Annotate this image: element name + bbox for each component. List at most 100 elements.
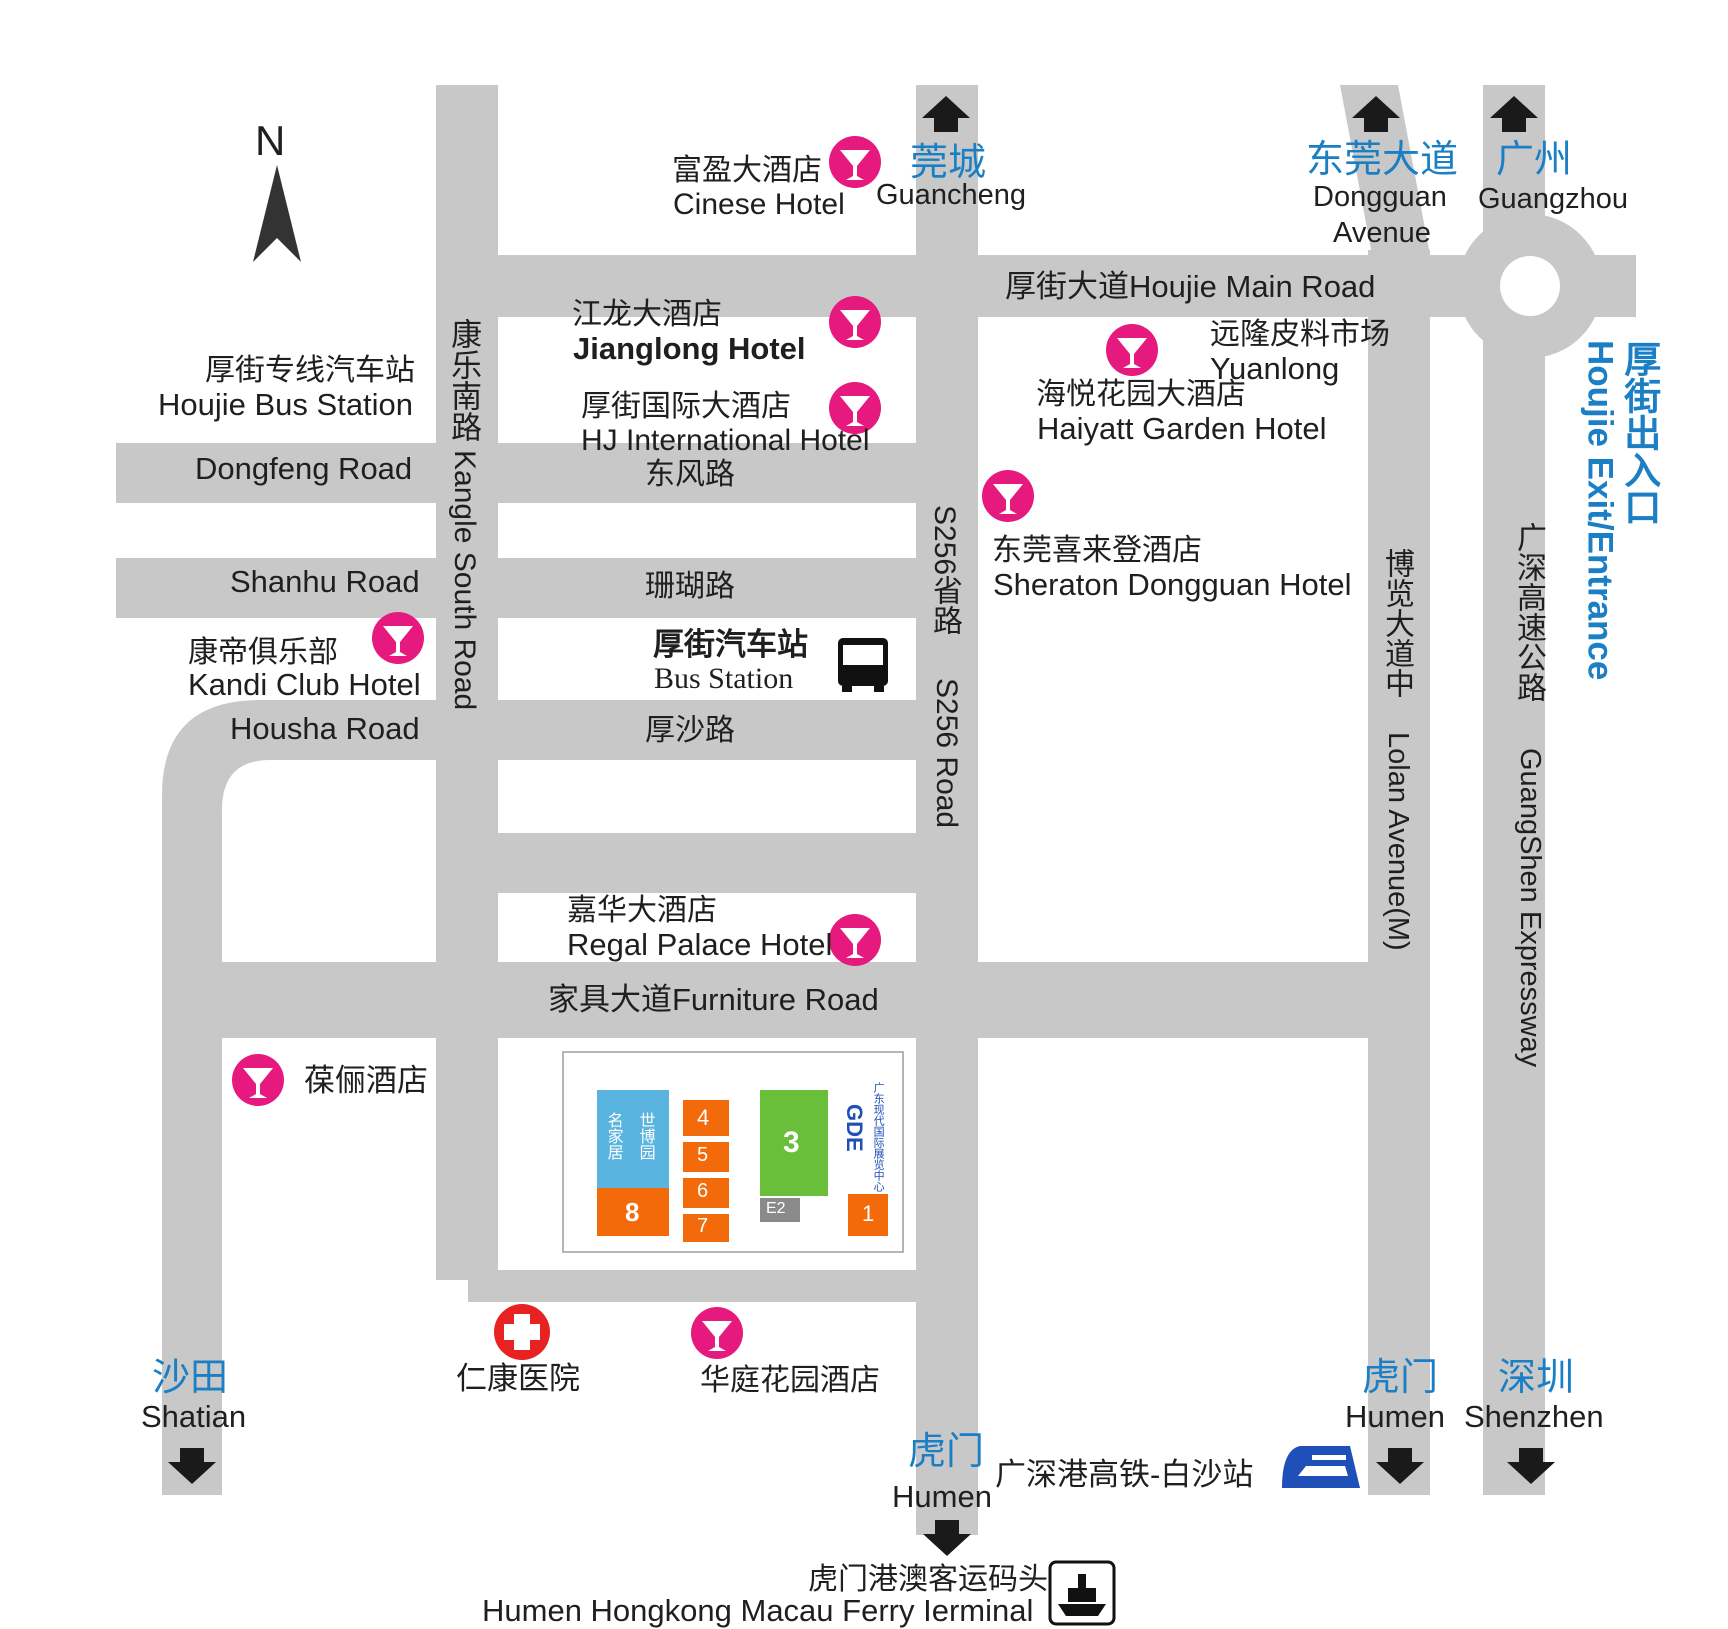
dongguan-avenue-label-1: Dongguan [1313, 181, 1447, 213]
exhibition-venue [553, 1040, 916, 1270]
humen-road-label: Humen [1345, 1399, 1445, 1434]
hotel-marker-icon [829, 914, 881, 966]
hotel-marker-icon [829, 136, 881, 188]
hotel-marker-icon [829, 382, 881, 434]
hall-7-label: 7 [697, 1215, 709, 1237]
kandi-club-hotel-cn-label: 康帝俱乐部 [188, 636, 338, 669]
regal-palace-hotel-label: Regal Palace Hotel [567, 927, 833, 962]
road-furniture [222, 962, 1430, 1038]
kandi-club-hotel-label: Kandi Club Hotel [188, 667, 421, 702]
arrow-down-humen-road-icon [1376, 1448, 1424, 1484]
houjie-bus-terminal-cn-label: 厚街汽车站 [653, 627, 808, 662]
regal-palace-hotel-cn-label: 嘉华大酒店 [567, 894, 717, 927]
kangle-road-label: Kangle South Road [448, 450, 481, 711]
road-south-connector [468, 1270, 916, 1302]
shanhu-road-label: Shanhu Road [230, 564, 420, 599]
ferry-terminal-label: Humen Hongkong Macau Ferry Ierminal [482, 1593, 1034, 1628]
shenzhen-label: Shenzhen [1464, 1399, 1604, 1434]
ferry-terminal-cn-label: 虎门港澳客运码头 [808, 1563, 1048, 1596]
road-houjie-main [498, 255, 1636, 317]
cinese-hotel-cn-label: 富盈大酒店 [672, 154, 822, 187]
hall-4-label: 4 [697, 1105, 710, 1130]
haiyatt-hotel-cn-label: 海悦花园大酒店 [1036, 378, 1246, 411]
hotel-marker-icon [232, 1054, 284, 1106]
road-s256 [916, 85, 978, 1535]
guangzhou-cn-label: 广州 [1496, 139, 1573, 181]
hall-6 [683, 1178, 729, 1208]
road-housha [436, 700, 916, 760]
kangle-road-cn-label: 康乐南路 [446, 318, 482, 442]
humen-label: Humen [892, 1479, 992, 1514]
dongguan-avenue-label-2: Avenue [1333, 217, 1431, 249]
cinese-hotel-label: Cinese Hotel [673, 188, 845, 221]
hotel-marker-icon [691, 1307, 743, 1359]
hall-1-label: 1 [862, 1201, 875, 1226]
compass-north-label: N [255, 117, 286, 164]
venue-logo: GDE [842, 1104, 868, 1152]
guangzhou-label: Guangzhou [1478, 183, 1628, 215]
hotel-marker-icon [829, 296, 881, 348]
dongfeng-road-label: Dongfeng Road [195, 451, 413, 486]
road-dongguan-avenue [1340, 85, 1430, 255]
hall-8 [597, 1188, 669, 1236]
renkang-hospital-label: 仁康医院 [456, 1361, 580, 1396]
road-lolan-avenue [1368, 250, 1430, 1495]
arrow-up-dongguan-icon [1352, 96, 1400, 132]
hall-3-label: 3 [783, 1126, 800, 1159]
road-unnamed-middle [498, 833, 916, 893]
furniture-road-label: 家具大道Furniture Road [548, 982, 879, 1017]
hall-5-label: 5 [697, 1144, 709, 1166]
hj-international-hotel-cn-label: 厚街国际大酒店 [581, 390, 791, 423]
arrow-up-guancheng-icon [922, 96, 970, 132]
yuanlong-cn-label: 远隆皮料市场 [1210, 318, 1390, 351]
road-dongfeng [116, 443, 916, 503]
hall-1 [848, 1194, 888, 1236]
hall-blue-label-1: 名家居 [604, 1112, 622, 1160]
dongfeng-road-cn-label: 东风路 [645, 458, 735, 491]
hall-5 [683, 1142, 729, 1172]
hotel-marker-icon [1106, 324, 1158, 376]
hall-e2 [760, 1198, 800, 1222]
housha-road-label: Housha Road [230, 711, 420, 746]
sheraton-hotel-cn-label: 东莞喜来登酒店 [992, 534, 1202, 567]
shanhu-road-cn-label: 珊瑚路 [645, 570, 735, 603]
yuanlong-label: Yuanlong [1210, 351, 1340, 386]
hall-blue-label-2: 世博园 [636, 1112, 654, 1160]
housha-road-cn-label: 厚沙路 [645, 714, 735, 747]
houjie-exit-cn-label: 厚街出入口 [1618, 340, 1660, 525]
houjie-bus-terminal-label: Bus Station [654, 662, 794, 695]
haiyatt-hotel-label: Haiyatt Garden Hotel [1037, 411, 1327, 446]
houjie-exit-label: Houjie Exit/Entrance [1580, 340, 1620, 681]
hall-6-label: 6 [697, 1180, 709, 1202]
guangshen-expressway-label: GuangShen Expressway [1513, 748, 1546, 1068]
baoli-hotel-label: 葆俪酒店 [304, 1063, 428, 1098]
houjie-main-road-label: 厚街大道Houjie Main Road [1005, 269, 1376, 304]
hall-3 [760, 1090, 828, 1196]
s256-road-label: S256 Road [930, 678, 963, 829]
roundabout-center [1500, 256, 1560, 316]
hotel-marker-icon [982, 470, 1034, 522]
guancheng-cn-label: 莞城 [910, 142, 987, 184]
lolan-avenue-cn-label: 博览大道中 [1380, 548, 1413, 698]
huating-hotel-label: 华庭花园酒店 [700, 1364, 880, 1397]
shenzhen-cn-label: 深圳 [1498, 1357, 1575, 1399]
rail-logo-icon [1282, 1446, 1360, 1488]
arrow-down-shatian-icon [168, 1448, 216, 1484]
shatian-cn-label: 沙田 [152, 1357, 229, 1399]
guangshen-expressway-cn-label: 广深高速公路 [1512, 522, 1545, 702]
dongguan-avenue-cn-label: 东莞大道 [1306, 139, 1459, 181]
road-shanhu [116, 558, 916, 618]
hall-blue [597, 1090, 669, 1190]
guancheng-label: Guancheng [876, 179, 1026, 211]
sheraton-hotel-label: Sheraton Dongguan Hotel [993, 567, 1352, 602]
arrow-down-humen-icon [923, 1520, 971, 1556]
rail-station-label: 广深港高铁-白沙站 [995, 1457, 1254, 1492]
shatian-label: Shatian [141, 1399, 247, 1434]
humen-road-cn-label: 虎门 [1362, 1357, 1439, 1399]
jianglong-hotel-label: Jianglong Hotel [573, 331, 806, 366]
houjie-bus-station-label: Houjie Bus Station [158, 387, 414, 422]
venue-name-label: 广东现代国际展览中心 [872, 1082, 885, 1192]
jianglong-hotel-cn-label: 江龙大酒店 [572, 298, 722, 331]
